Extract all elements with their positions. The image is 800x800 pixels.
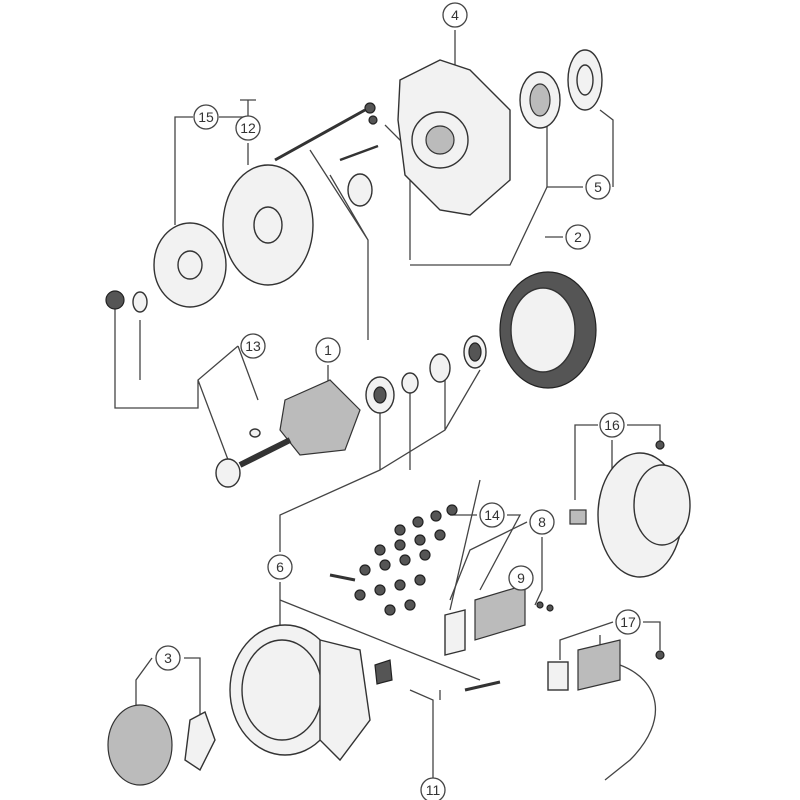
callout-5: 5 <box>585 174 611 200</box>
washer-set <box>354 504 458 616</box>
rotor <box>279 379 361 456</box>
svg-text:4: 4 <box>451 7 459 23</box>
svg-text:15: 15 <box>198 109 214 125</box>
rectifier <box>107 704 173 786</box>
svg-text:12: 12 <box>240 120 256 136</box>
svg-text:2: 2 <box>574 229 582 245</box>
callout-6: 6 <box>267 554 293 580</box>
callout-11: 11 <box>420 777 446 800</box>
svg-text:14: 14 <box>484 507 500 523</box>
callout-8: 8 <box>529 509 555 535</box>
callout-2: 2 <box>565 224 591 250</box>
svg-text:1: 1 <box>324 342 332 358</box>
callout-14: 14 <box>479 502 505 528</box>
parts <box>105 49 691 786</box>
callout-9: 9 <box>508 565 534 591</box>
svg-text:8: 8 <box>538 514 546 530</box>
callout-4: 4 <box>442 2 468 28</box>
svg-text:3: 3 <box>164 650 172 666</box>
svg-text:5: 5 <box>594 179 602 195</box>
callout-3: 3 <box>155 645 181 671</box>
svg-text:16: 16 <box>604 417 620 433</box>
regulator-housing <box>444 609 466 656</box>
callout-12: 12 <box>235 115 261 141</box>
svg-text:6: 6 <box>276 559 284 575</box>
callout-15: 15 <box>193 104 219 130</box>
svg-text:9: 9 <box>517 570 525 586</box>
callout-16: 16 <box>599 412 625 438</box>
svg-text:11: 11 <box>426 782 441 798</box>
regulator <box>547 661 569 691</box>
svg-text:17: 17 <box>620 614 636 630</box>
callout-1: 1 <box>315 337 341 363</box>
svg-text:13: 13 <box>245 338 261 354</box>
callout-17: 17 <box>615 609 641 635</box>
callout-13: 13 <box>240 333 266 359</box>
